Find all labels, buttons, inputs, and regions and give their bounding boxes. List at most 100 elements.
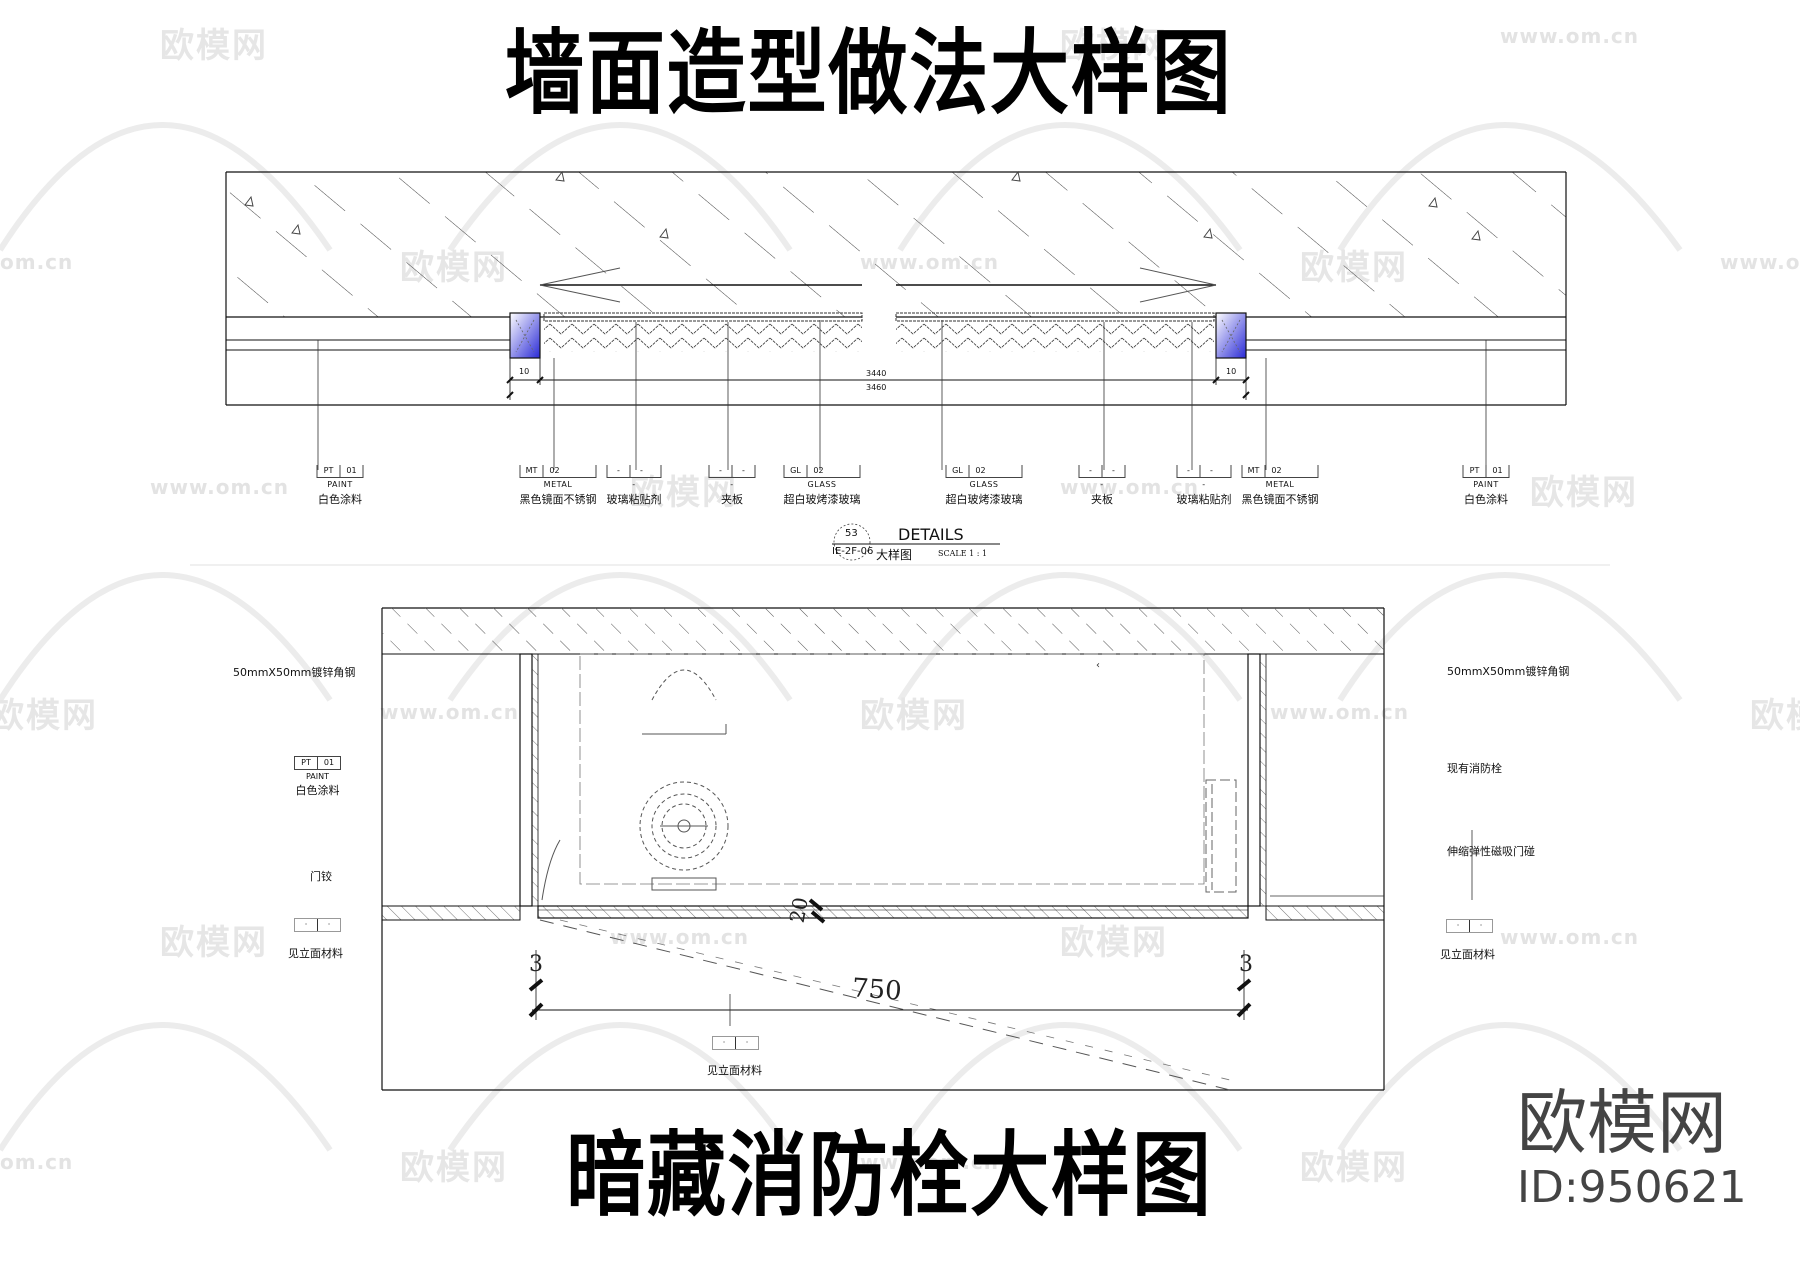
- callout-material: PAINT: [327, 480, 353, 489]
- watermark-url: www.om.cn: [860, 1150, 1000, 1174]
- brand-name: 欧模网: [1517, 1082, 1727, 1164]
- dim-left-offset: 10: [519, 367, 530, 376]
- dim-right-offset: 10: [1226, 367, 1237, 376]
- watermark-url: www.om.cn: [150, 475, 290, 499]
- callout-num: 01: [339, 465, 363, 477]
- dim-right-gap: 3: [1239, 952, 1253, 977]
- callout-num: 02: [1264, 465, 1288, 477]
- title-wall-detail: 墙面造型做法大样图: [505, 20, 1233, 127]
- callout-label: 超白玻烤漆玻璃: [945, 493, 1023, 506]
- watermark-url: om.cn: [0, 1150, 74, 1174]
- note-angle-steel-right: 50mmX50mm镀锌角钢: [1447, 665, 1570, 678]
- callout-material: PAINT: [305, 772, 329, 781]
- callout-label: 玻璃粘贴剂: [1176, 493, 1232, 506]
- watermark-logo: 欧模网: [630, 473, 738, 513]
- watermark-logo: 欧模网: [1530, 473, 1638, 513]
- callout-paint-left: PT 01 PAINT 白色涂料: [294, 756, 341, 798]
- callout-num: -: [1101, 465, 1125, 477]
- note-see-elevation-right: 见立面材料: [1440, 948, 1495, 961]
- callout-adhesive: -- - 玻璃粘贴剂: [1176, 465, 1232, 507]
- callout-material: PAINT: [1473, 480, 1499, 489]
- watermark-logo: 欧模网: [1060, 923, 1168, 963]
- callout-label: 白色涂料: [295, 784, 340, 797]
- note-see-elevation-left: 见立面材料: [288, 947, 343, 960]
- note-see-elevation-bottom: 见立面材料: [707, 1064, 762, 1077]
- ref-tag-right: ··: [1446, 919, 1493, 933]
- watermark-logo: 欧模网: [160, 26, 268, 66]
- callout-paint: PT 01 PAINT 白色涂料: [1462, 465, 1510, 507]
- callout-metal: MT 02 METAL 黑色镜面不锈钢: [1241, 465, 1319, 507]
- callout-num: 01: [317, 757, 340, 769]
- watermark-url: www.om.cn: [1060, 475, 1200, 499]
- callout-code: -: [1089, 466, 1092, 475]
- watermark-logo: 欧模网: [1300, 1148, 1408, 1188]
- callout-material: -: [1100, 480, 1104, 489]
- watermark-logo: 欧模网: [0, 696, 98, 736]
- watermark-logo: 欧模网: [1750, 696, 1800, 736]
- callout-num: -: [731, 465, 755, 477]
- watermark-logo: 欧模网: [1060, 26, 1168, 66]
- callout-num: 02: [806, 465, 830, 477]
- callout-label: 夹板: [1091, 493, 1113, 506]
- callout-material: GLASS: [807, 480, 837, 489]
- callout-code: -: [617, 466, 620, 475]
- ref-tag-bottom: ··: [712, 1036, 759, 1050]
- watermark-url: www.om.cn: [610, 925, 750, 949]
- watermark-url: www.om.cn: [380, 700, 520, 724]
- callout-num: -: [629, 465, 653, 477]
- callout-code: MT: [525, 466, 538, 475]
- callout-code: MT: [1247, 466, 1260, 475]
- note-angle-steel-left: 50mmX50mm镀锌角钢: [233, 666, 356, 679]
- callout-num: 02: [968, 465, 992, 477]
- callout-label: 玻璃粘贴剂: [606, 493, 662, 506]
- callout-label: 白色涂料: [318, 493, 362, 506]
- detail-tag: 53 IE-2F-06 DETAILS 大样图 SCALE 1 : 1: [832, 522, 1012, 562]
- callout-label: 超白玻烤漆玻璃: [783, 493, 861, 506]
- hydrant-plan-drawing: ‹: [381, 607, 1473, 1091]
- callout-label: 黑色镜面不锈钢: [519, 493, 597, 506]
- note-magnetic-door-stop: 伸缩弹性磁吸门碰: [1447, 845, 1535, 858]
- callout-label: 黑色镜面不锈钢: [1241, 493, 1319, 506]
- callout-code: -: [1187, 466, 1190, 475]
- brand-id: ID:950621: [1517, 1162, 1747, 1213]
- detail-scale: SCALE 1 : 1: [938, 549, 988, 558]
- callout-material: METAL: [1265, 480, 1295, 489]
- note-hinge: 门铰: [310, 870, 332, 883]
- dim-outer-width: 3460: [866, 383, 887, 392]
- watermark-logo: 欧模网: [860, 696, 968, 736]
- ref-tag-left: ··: [294, 918, 341, 932]
- title-hydrant-detail: 暗藏消防栓大样图: [566, 1122, 1213, 1229]
- watermark-url: www.om.cn: [1720, 250, 1800, 274]
- callout-material: -: [730, 480, 734, 489]
- callout-code: PT: [301, 758, 311, 767]
- dim-left-gap: 3: [529, 952, 543, 977]
- watermark-logo: 欧模网: [400, 1148, 508, 1188]
- dim-inner-width: 3440: [866, 369, 887, 378]
- callout-code: PT: [323, 466, 334, 475]
- detail-title-cn: 大样图: [876, 548, 913, 562]
- callout-material: METAL: [543, 480, 573, 489]
- svg-text:‹: ‹: [1096, 660, 1100, 671]
- detail-sheet: IE-2F-06: [832, 546, 874, 557]
- callout-code: -: [719, 466, 722, 475]
- detail-title-en: DETAILS: [898, 525, 964, 544]
- dim-hydrant-width: 750: [851, 973, 903, 1007]
- callout-label: 白色涂料: [1464, 493, 1508, 506]
- dim-door-thickness: 20: [784, 895, 813, 925]
- watermark-url: www.om.cn: [1500, 24, 1640, 48]
- callout-material: -: [632, 480, 636, 489]
- callout-plywood: -- - 夹板: [1078, 465, 1126, 507]
- callout-material: GLASS: [969, 480, 999, 489]
- callout-plywood: -- - 夹板: [708, 465, 756, 507]
- callout-label: 夹板: [721, 493, 743, 506]
- detail-number: 53: [845, 528, 858, 539]
- callout-code: GL: [952, 466, 963, 475]
- callout-num: -: [1199, 465, 1223, 477]
- callout-paint: PT 01 PAINT 白色涂料: [316, 465, 364, 507]
- watermark-url: www.om.cn: [1270, 700, 1410, 724]
- note-existing-hydrant: 现有消防栓: [1447, 762, 1502, 775]
- callout-code: PT: [1469, 466, 1480, 475]
- callout-num: 01: [1485, 465, 1509, 477]
- wall-section-drawing: [190, 170, 1610, 566]
